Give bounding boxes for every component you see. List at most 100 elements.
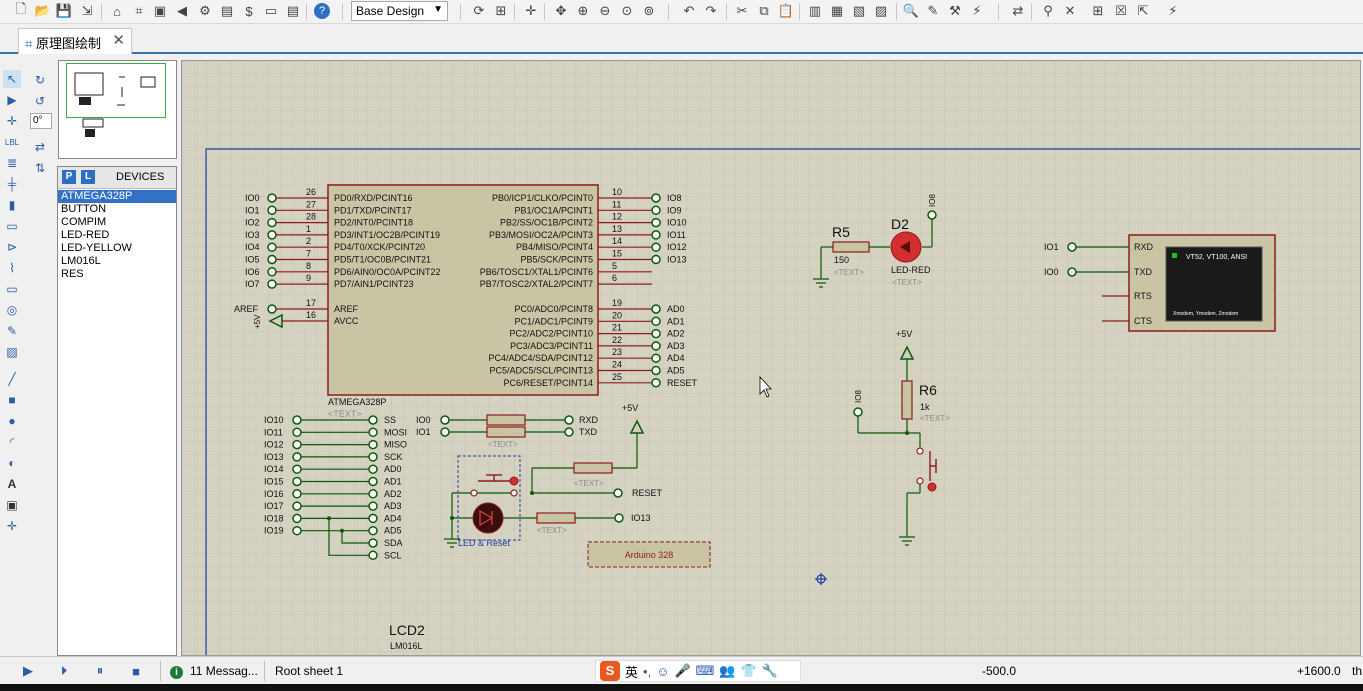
r6-button-circuit[interactable]: +5V IO8 R6 1k <TEXT> (853, 329, 950, 546)
3d-icon[interactable]: ◀ (177, 3, 187, 18)
device-list-item[interactable]: COMPIM (61, 216, 107, 228)
net-terminal[interactable] (651, 378, 661, 388)
ime-toolbar[interactable]: S 英 •, ☺ 🎤 ⌨ 👥 👕 🔧 (595, 660, 801, 682)
message-info-icon[interactable]: i (170, 664, 183, 679)
net-terminal[interactable] (292, 476, 302, 487)
subcircuit-icon[interactable]: ▮ (8, 198, 16, 212)
ime-language[interactable]: 英 (625, 664, 639, 680)
paste-icon[interactable]: 📋 (777, 3, 795, 18)
r5-d2-circuit[interactable]: IO8 R5 150 <TEXT> D2 LED-RED <TEXT> (813, 194, 937, 288)
selection-mode-icon[interactable]: ↖ (3, 70, 21, 88)
import-icon[interactable]: ⇲ (81, 3, 93, 18)
net-terminal[interactable] (292, 513, 302, 524)
ime-voice-icon[interactable]: 🎤 (674, 663, 691, 678)
net-terminal[interactable] (292, 501, 302, 511)
property-tool-icon[interactable]: ✕ (1064, 3, 1076, 18)
play-icon[interactable]: ▶ (23, 663, 33, 678)
search-tag-icon[interactable]: ⚲ (1043, 3, 1053, 18)
net-terminal[interactable] (267, 267, 277, 277)
net-terminal[interactable] (651, 242, 661, 252)
net-terminal[interactable] (651, 230, 661, 240)
new-sheet-icon[interactable]: ⊞ (1092, 3, 1104, 18)
junction-dot-icon[interactable]: ✛ (6, 114, 18, 128)
component-mode-icon[interactable]: ▶ (7, 93, 17, 107)
zoom-area-icon[interactable]: ⊚ (643, 3, 655, 18)
bom-icon[interactable]: $ (245, 3, 253, 19)
block-copy-icon[interactable]: ▥ (808, 3, 822, 18)
tape-recorder-icon[interactable]: ▭ (6, 282, 18, 296)
pcb-icon[interactable]: ▣ (153, 3, 167, 18)
symbol-icon[interactable]: ▣ (6, 498, 18, 512)
arduino-label-box[interactable]: Arduino 328 (587, 541, 711, 568)
net-terminal[interactable] (292, 525, 302, 536)
line-icon[interactable]: ╱ (8, 372, 16, 386)
device-list-item[interactable]: BUTTON (61, 203, 107, 215)
text-icon[interactable]: A (7, 477, 17, 491)
net-terminal[interactable] (267, 193, 277, 203)
tab-schematic[interactable]: ⌗ 原理图绘制 ✕ (18, 28, 132, 54)
package-tool-icon[interactable]: ⚒ (949, 3, 961, 18)
mirror-horizontal-icon[interactable]: ⇄ (34, 140, 46, 154)
net-terminal[interactable] (368, 525, 378, 536)
net-terminal[interactable] (267, 242, 277, 252)
origin-icon[interactable]: ✛ (525, 3, 537, 18)
net-terminal[interactable] (368, 427, 378, 438)
gerber-icon[interactable]: ⚙ (199, 3, 211, 18)
exit-to-parent-icon[interactable]: ⇱ (1137, 3, 1149, 18)
pullup-resistor[interactable] (573, 462, 613, 474)
ime-punctuation-icon[interactable]: •, (643, 663, 652, 679)
led-indicator[interactable] (472, 502, 504, 534)
netlist-icon[interactable]: ⚡ (1168, 3, 1178, 18)
pan-icon[interactable]: ✥ (555, 3, 567, 18)
notes-icon[interactable]: ▤ (286, 3, 300, 18)
net-terminal[interactable] (368, 538, 378, 548)
block-delete-icon[interactable]: ▨ (874, 3, 888, 18)
net-terminal[interactable] (267, 230, 277, 240)
net-terminal[interactable] (267, 254, 277, 265)
txd-resistor[interactable] (486, 426, 526, 438)
device-list-item[interactable]: LED-RED (61, 229, 110, 241)
rotation-angle-field[interactable]: 0° (30, 113, 52, 129)
net-terminal[interactable] (368, 476, 378, 487)
message-count[interactable]: 11 Messag... (190, 664, 258, 678)
virtual-instrument-icon[interactable]: ▨ (6, 345, 18, 359)
zoom-in-icon[interactable]: ⊕ (577, 3, 589, 18)
net-terminal[interactable] (292, 452, 302, 462)
net-terminal[interactable] (651, 217, 661, 228)
net-terminal[interactable] (267, 279, 277, 289)
text-script-icon[interactable]: ≣ (6, 156, 18, 170)
net-terminal[interactable] (368, 452, 378, 462)
net-terminal[interactable] (292, 464, 302, 474)
cut-icon[interactable]: ✂ (736, 3, 748, 18)
grid-icon[interactable]: ⊞ (495, 3, 507, 18)
source-icon[interactable]: ▭ (264, 3, 278, 18)
box-icon[interactable]: ■ (8, 393, 16, 407)
graph-icon[interactable]: ⌇ (9, 261, 15, 275)
close-icon[interactable]: ✕ (112, 32, 125, 49)
stop-icon[interactable]: ■ (132, 663, 140, 679)
wire-label-icon[interactable]: LBL (4, 137, 20, 147)
led-resistor[interactable] (536, 512, 576, 524)
ime-keyboard-icon[interactable]: ⌨ (695, 663, 715, 678)
zoom-out-icon[interactable]: ⊖ (599, 3, 611, 18)
library-manager-button[interactable]: L (81, 170, 95, 184)
device-list-item[interactable]: LM016L (61, 255, 101, 267)
refresh-icon[interactable]: ⟳ (473, 3, 485, 18)
voltage-probe-icon[interactable]: ✎ (6, 324, 18, 338)
terminals-icon[interactable]: ▭ (6, 219, 18, 233)
net-terminal[interactable] (292, 489, 302, 499)
virtual-terminal[interactable]: VT52, VT100, ANSI Xmodem, Ymodem, Zmodem… (1044, 234, 1276, 332)
net-terminal[interactable] (651, 365, 661, 376)
net-terminal[interactable] (368, 464, 378, 474)
net-terminal[interactable] (651, 205, 661, 216)
wire-autorouter-icon[interactable]: ⇄ (1012, 3, 1024, 18)
overview-window[interactable] (58, 60, 177, 159)
device-list-item[interactable]: ATMEGA328P (58, 190, 176, 203)
save-icon[interactable]: 💾 (55, 3, 73, 18)
mirror-vertical-icon[interactable]: ⇅ (34, 161, 46, 175)
home-icon[interactable]: ⌂ (113, 3, 121, 19)
ime-emoji-icon[interactable]: ☺ (656, 663, 670, 679)
ime-user-icon[interactable]: 👥 (719, 663, 736, 678)
generator-icon[interactable]: ◎ (6, 303, 18, 317)
step-icon[interactable]: ⏵ (60, 663, 68, 678)
